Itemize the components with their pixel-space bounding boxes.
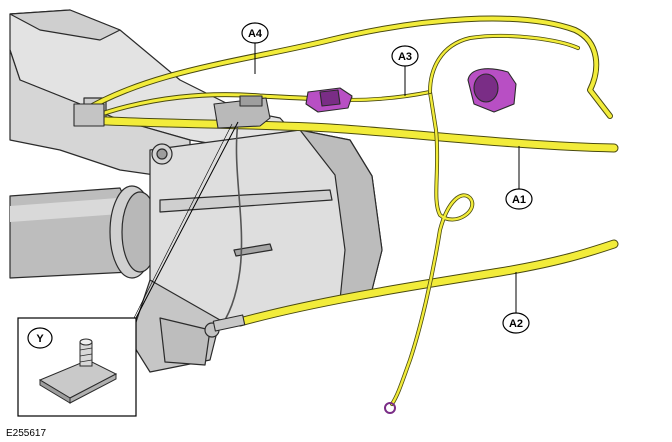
upper-shroud-top-face <box>9 9 121 41</box>
callout-a3-bubble <box>391 45 419 67</box>
purple-connector-small-face <box>319 89 341 107</box>
detail-inset-y: Y <box>17 121 239 417</box>
lock-housing-rib <box>159 189 333 213</box>
column-shaft-highlight <box>10 198 120 222</box>
callout-a2-bubble <box>502 312 530 334</box>
detail-leader-1 <box>135 121 239 319</box>
harness-a4 <box>80 16 612 118</box>
stud-thread <box>79 347 93 363</box>
callout-y-label: Y <box>36 333 44 345</box>
callout-a3: A3 <box>391 45 419 96</box>
round-boss-center <box>156 148 168 160</box>
callout-a4: A4 <box>241 22 269 74</box>
callout-a3-label: A3 <box>398 51 412 63</box>
callout-a1: A1 <box>505 146 533 210</box>
nut-plate-side <box>69 373 117 404</box>
callout-a2: A2 <box>502 272 530 334</box>
locating-pin <box>233 243 273 257</box>
purple-connector-round-face <box>473 73 499 103</box>
detail-leader-2 <box>133 123 233 319</box>
figure-id: E255617 <box>6 428 47 439</box>
callout-a2-label: A2 <box>509 318 523 330</box>
harness-clip-top <box>73 103 105 127</box>
connectors <box>73 68 517 414</box>
callout-a1-label: A1 <box>512 194 526 206</box>
grey-connector-latch <box>239 95 263 107</box>
stud-top <box>79 338 93 346</box>
callout-a1-bubble <box>505 188 533 210</box>
harness-a3 <box>348 90 474 406</box>
mounting-tab <box>159 317 211 366</box>
callout-a4-bubble <box>241 22 269 44</box>
ground-wire <box>217 121 243 331</box>
harness-a1 <box>82 116 618 152</box>
harness-clip-a2 <box>212 314 246 332</box>
harness-a3-upper <box>428 34 580 94</box>
callout-y-bubble <box>27 327 53 349</box>
ring-terminal <box>384 402 396 414</box>
callout-a4-label: A4 <box>248 28 263 40</box>
harness-a2 <box>236 240 618 326</box>
